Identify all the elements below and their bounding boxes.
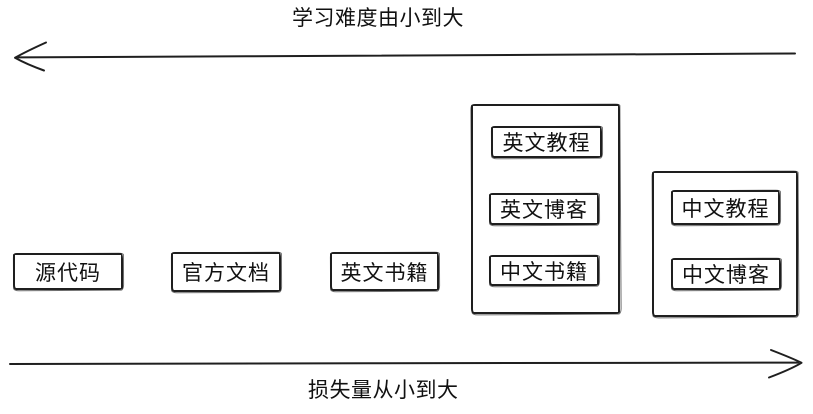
node-chinese-blogs: 中文博客 — [671, 258, 781, 290]
node-chinese-tutorials: 中文教程 — [671, 190, 780, 225]
node-english-tutorials: 英文教程 — [491, 126, 602, 158]
node-official-docs: 官方文档 — [171, 252, 281, 292]
right-arrow — [9, 349, 803, 379]
bottom-axis-label: 损失量从小到大 — [308, 379, 459, 402]
group-english-resources: 英文教程 英文博客 中文书籍 — [471, 104, 620, 314]
node-source-code: 源代码 — [13, 253, 123, 290]
top-axis-label: 学习难度由小到大 — [292, 7, 464, 30]
node-english-blogs: 英文博客 — [489, 193, 599, 225]
left-arrow — [14, 41, 796, 72]
node-english-books: 英文书籍 — [330, 252, 439, 291]
group-chinese-resources: 中文教程 中文博客 — [652, 171, 798, 317]
node-chinese-books: 中文书籍 — [489, 255, 599, 286]
